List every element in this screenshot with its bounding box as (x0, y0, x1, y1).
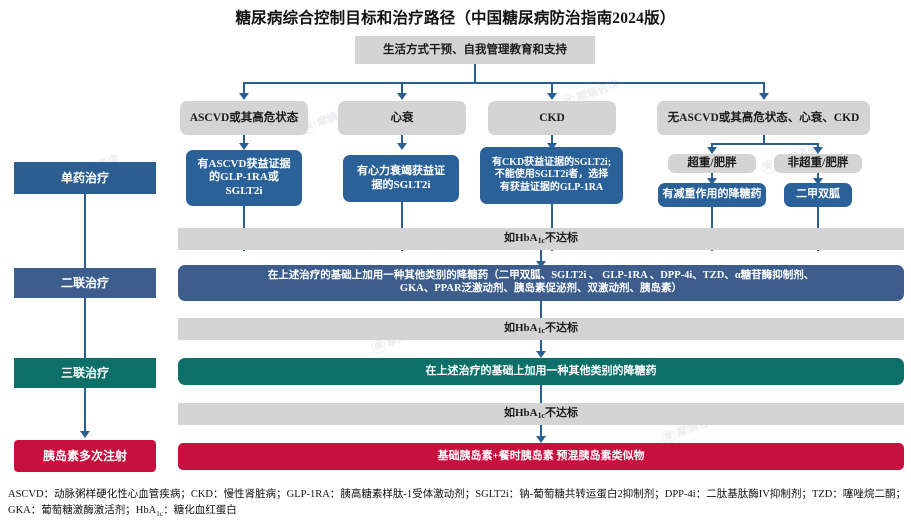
dual-therapy-bar[interactable]: 在上述治疗的基础上加用一种其他类别的降糖药（二甲双胍、SGLT2i 、 GLP-… (178, 265, 904, 301)
therapy-box-weight-loss-drug[interactable]: 有减重作用的降糖药 (658, 183, 766, 207)
checkpoint-text: 如HbA1c不达标 (503, 407, 579, 421)
connector-distributor (243, 82, 763, 84)
checkpoint-hba1c-1: 如HbA1c不达标 (178, 228, 904, 250)
connector-drop (711, 143, 713, 149)
arrow-down (813, 178, 823, 185)
therapy-box-metformin[interactable]: 二甲双胍 (784, 183, 852, 207)
dual-therapy-line1: 在上述治疗的基础上加用一种其他类别的降糖药（二甲双胍、SGLT2i 、 GLP-… (267, 270, 815, 282)
arrow-down (239, 93, 249, 100)
arrow-down (707, 147, 717, 154)
triple-therapy-bar[interactable]: 在上述治疗的基础上加用一种其他类别的降糖药 (178, 358, 904, 385)
lifestyle-intervention-box[interactable]: 生活方式干预、自我管理教育和支持 (355, 36, 595, 64)
connector-drop (763, 135, 765, 143)
checkpoint-text: 如HbA1c不达标 (503, 232, 579, 246)
connector-drop (401, 82, 403, 95)
therapy-box-heart-failure[interactable]: 有心力衰竭获益证 据的SGLT2i (343, 155, 459, 202)
page-title: 糖尿病综合控制目标和治疗路径（中国糖尿病防治指南2024版） (235, 10, 676, 27)
weight-box-overweight[interactable]: 超重/肥胖 (668, 154, 756, 173)
connector-drop (243, 82, 245, 95)
arrow-down (239, 143, 249, 150)
abbreviation-footnote: ASCVD：动脉粥样硬化性心血管疾病；CKD：慢性肾脏病；GLP-1RA：胰高糖… (8, 489, 906, 519)
arrow-down (536, 351, 546, 358)
connector-stage-spine (84, 194, 86, 268)
connector-weight-split (711, 143, 817, 145)
connector-drop (763, 82, 765, 95)
connector-trunk (474, 64, 476, 82)
connector-feeder (551, 204, 553, 251)
dual-therapy-line2: GKA、PPAR泛激动剂、胰岛素促泌剂、双激动剂、胰岛素） (399, 283, 683, 294)
arrow-down (397, 143, 407, 150)
connector-drop (711, 173, 713, 180)
connector-drop (401, 135, 403, 145)
stage-label-dual-therapy[interactable]: 二联治疗 (14, 268, 156, 298)
arrow-down (536, 261, 546, 268)
stage-label-insulin-injection[interactable]: 胰岛素多次注射 (14, 440, 156, 472)
condition-box-no-comorbidity[interactable]: 无ASCVD或其高危状态、心衰、CKD (657, 101, 870, 135)
connector-drop (540, 301, 542, 318)
connector-feeder (401, 202, 403, 251)
arrow-down (813, 147, 823, 154)
connector-stage-spine (84, 298, 86, 358)
arrow-down (397, 93, 407, 100)
arrow-down (547, 143, 557, 150)
arrow-down (759, 93, 769, 100)
stage-label-triple-therapy[interactable]: 三联治疗 (14, 358, 156, 388)
connector-drop (551, 135, 553, 145)
insulin-therapy-bar[interactable]: 基础胰岛素+餐时胰岛素 预混胰岛素类似物 (178, 443, 904, 470)
arrow-down (536, 436, 546, 443)
therapy-box-ascvd[interactable]: 有ASCVD获益证据 的GLP-1RA或 SGLT2i (186, 150, 302, 206)
connector-drop (817, 173, 819, 180)
weight-box-non-overweight[interactable]: 非超重/肥胖 (774, 154, 862, 173)
connector-stage-spine (84, 388, 86, 433)
checkpoint-hba1c-3: 如HbA1c不达标 (178, 403, 904, 425)
stage-label-monotherapy[interactable]: 单药治疗 (14, 162, 156, 194)
arrow-down (707, 178, 717, 185)
connector-drop (243, 135, 245, 145)
condition-box-heart-failure[interactable]: 心衰 (338, 101, 466, 135)
arrow-down (547, 93, 557, 100)
arrow-down (80, 431, 90, 438)
connector-drop (551, 82, 553, 95)
connector-drop (540, 425, 542, 439)
connector-drop (540, 385, 542, 403)
condition-box-ckd[interactable]: CKD (488, 101, 616, 135)
checkpoint-text: 如HbA1c不达标 (503, 322, 579, 336)
condition-box-ascvd[interactable]: ASCVD或其高危状态 (180, 101, 308, 135)
connector-drop (540, 250, 542, 264)
checkpoint-hba1c-2: 如HbA1c不达标 (178, 318, 904, 340)
connector-drop (817, 143, 819, 149)
therapy-box-ckd[interactable]: 有CKD获益证据的SGLT2i; 不能使用SGLT2i者，选择 有获益证据的GL… (480, 147, 623, 204)
connector-drop (540, 340, 542, 354)
